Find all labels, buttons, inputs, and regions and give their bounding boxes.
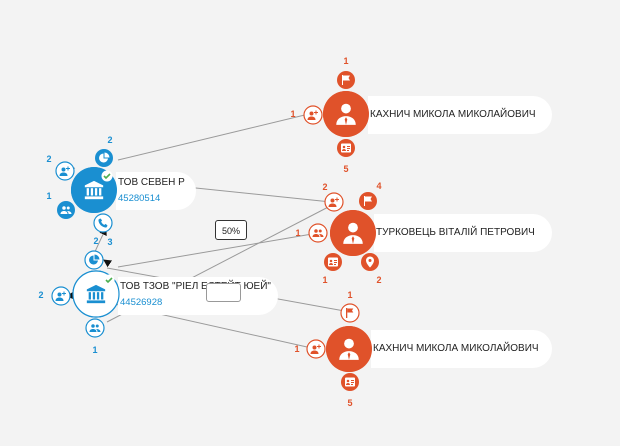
edge-p2-c2: [117, 232, 319, 268]
person-node-1[interactable]: [323, 91, 369, 137]
person-3-name: КАХНИЧ МИКОЛА МИКОЛАЙОВИЧ: [373, 343, 539, 354]
document-icon: [345, 377, 355, 387]
company-1-label[interactable]: ТОВ СЕВЕН Р 45280514: [116, 172, 196, 210]
company-1-code: 45280514: [118, 193, 161, 204]
p3-addperson-button[interactable]: [306, 339, 326, 359]
c2-group-button[interactable]: [85, 318, 105, 338]
p2-bottom-right-count: 2: [376, 275, 382, 285]
person-2-name: ТУРКОВЕЦЬ ВІТАЛІЙ ПЕТРОВИЧ: [376, 227, 535, 238]
p2-share-count: 2: [322, 182, 328, 192]
c1-addperson-button[interactable]: [55, 161, 75, 181]
c1-bottom-left-count: 1: [46, 191, 52, 201]
p1-addperson-button[interactable]: [303, 105, 323, 125]
company-2-label[interactable]: ТОВ ТЗОВ "РІЕЛ ЕСТЕЙТ ЮЕЙ" 44526928: [118, 277, 278, 315]
document-icon: [341, 143, 351, 153]
company-2-code: 44526928: [120, 297, 163, 308]
c2-pie-button[interactable]: [84, 250, 104, 270]
p1-bottom-count: 5: [343, 164, 349, 174]
person-1-name: КАХНИЧ МИКОЛА МИКОЛАЙОВИЧ: [370, 109, 536, 120]
p3-top-count: 1: [347, 290, 353, 300]
p2-group-button[interactable]: [308, 223, 328, 243]
arrow-into-pie: [103, 259, 113, 268]
p1-top-count: 1: [343, 56, 349, 66]
document-icon: [328, 257, 338, 267]
c2-addperson-button[interactable]: [51, 286, 71, 306]
p1-flag-button[interactable]: [337, 71, 355, 89]
p3-left-count: 1: [294, 344, 300, 354]
ghost-edge-label: [206, 283, 241, 302]
c1-phone-button[interactable]: [93, 213, 113, 233]
company-node-2[interactable]: [72, 270, 120, 318]
p2-bottom-left-count: 1: [322, 275, 328, 285]
c2-top-count: 3: [107, 237, 113, 247]
company-node-1[interactable]: [71, 167, 117, 213]
p1-left-count: 1: [290, 109, 296, 119]
c1-left-count: 2: [46, 154, 52, 164]
person-node-3[interactable]: [326, 326, 372, 372]
c2-bottom-count: 1: [92, 345, 98, 355]
p2-extra-flag-button[interactable]: [340, 303, 360, 323]
p2-flag-button[interactable]: [359, 192, 377, 210]
c2-left-count: 2: [38, 290, 44, 300]
p2-flag-count: 4: [376, 181, 382, 191]
person-node-2[interactable]: [330, 210, 376, 256]
p3-document-button[interactable]: [341, 373, 359, 391]
c1-bottom-count: 2: [93, 236, 99, 246]
p2-left-count: 1: [295, 228, 301, 238]
company-2-name: ТОВ ТЗОВ "РІЕЛ ЕСТЕЙТ ЮЕЙ": [120, 281, 271, 292]
p2-document-button[interactable]: [324, 253, 342, 271]
person-3-label[interactable]: КАХНИЧ МИКОЛА МИКОЛАЙОВИЧ: [371, 330, 552, 368]
person-1-label[interactable]: КАХНИЧ МИКОЛА МИКОЛАЙОВИЧ: [368, 96, 552, 134]
p2-addperson-button[interactable]: [324, 192, 344, 212]
p2-location-button[interactable]: [361, 253, 379, 271]
company-1-name: ТОВ СЕВЕН Р: [118, 177, 185, 188]
c1-top-count: 2: [107, 135, 113, 145]
p3-bottom-count: 5: [347, 398, 353, 408]
p1-document-button[interactable]: [337, 139, 355, 157]
edge-label-ownership[interactable]: 50%: [215, 220, 247, 240]
c1-group-button[interactable]: [57, 201, 75, 219]
person-2-label[interactable]: ТУРКОВЕЦЬ ВІТАЛІЙ ПЕТРОВИЧ: [374, 214, 552, 252]
edge-p1-c1: [117, 112, 314, 161]
c1-pie-button[interactable]: [95, 149, 113, 167]
